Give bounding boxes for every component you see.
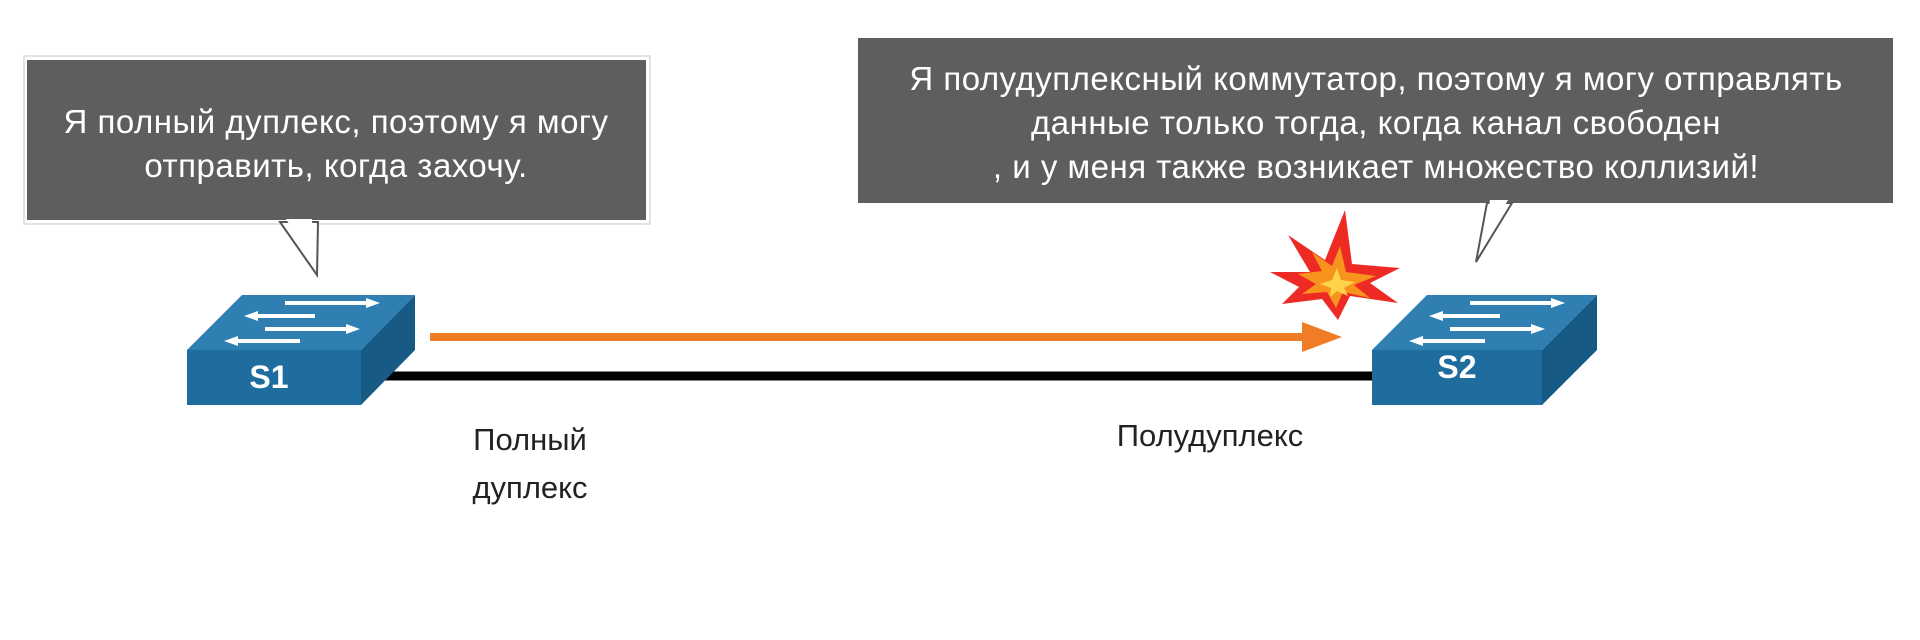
left-callout-line-1: Я полный дуплекс, поэтому я могу (63, 103, 609, 140)
full-duplex-label: Полный дуплекс (430, 416, 630, 512)
switch-s1-icon (187, 295, 415, 405)
left-callout (23, 55, 651, 279)
right-callout-line-3: , и у меня также возникает множество кол… (992, 148, 1760, 185)
full-duplex-label-line-2: дуплекс (472, 470, 588, 505)
right-callout-line-2: данные только тогда, когда канал свободе… (1031, 104, 1721, 141)
full-duplex-label-line-1: Полный (473, 422, 587, 457)
left-callout-text: Я полный дуплекс, поэтому я могу отправи… (28, 100, 644, 188)
right-callout-text: Я полудуплексный коммутатор, поэтому я м… (862, 57, 1890, 189)
data-arrow (430, 322, 1342, 352)
switch-s1-label: S1 (249, 359, 289, 395)
switch-s2-label: S2 (1437, 349, 1477, 385)
half-duplex-label: Полудуплекс (1116, 418, 1304, 453)
right-callout (858, 38, 1893, 263)
left-callout-line-2: отправить, когда захочу. (144, 147, 528, 184)
right-callout-line-1: Я полудуплексный коммутатор, поэтому я м… (909, 60, 1843, 97)
collision-burst-icon (1270, 210, 1400, 320)
switch-s2-icon (1372, 295, 1597, 405)
